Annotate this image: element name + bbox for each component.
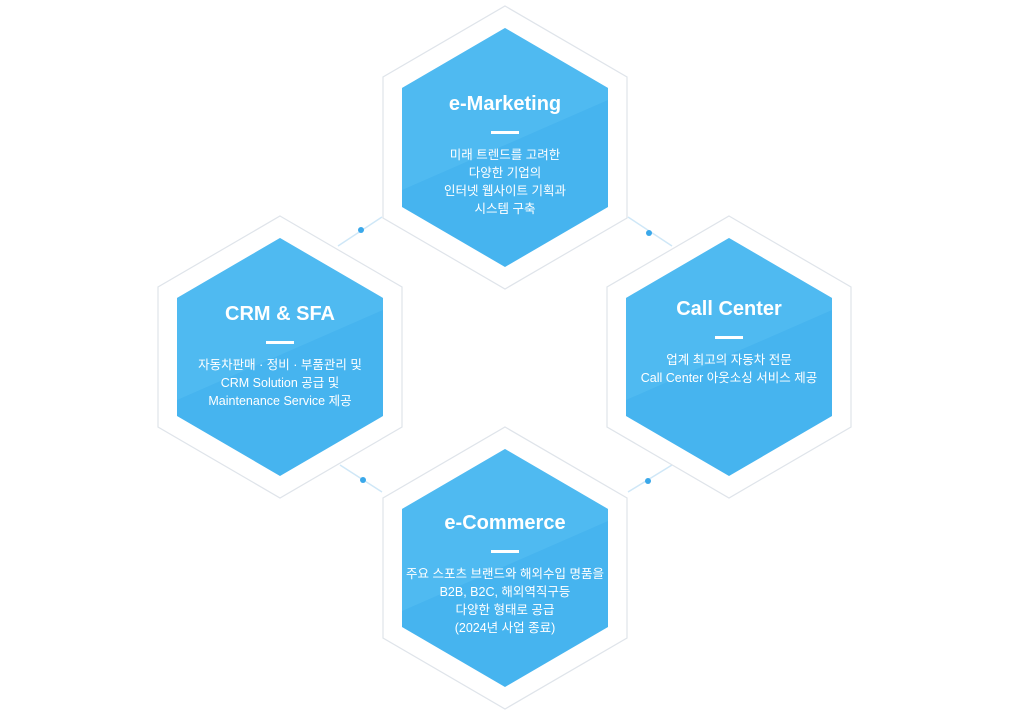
connector-dot-bottom-left bbox=[360, 477, 366, 483]
title-divider bbox=[715, 336, 743, 339]
card-call-center: Call Center 업계 최고의 자동차 전문 Call Center 아웃… bbox=[629, 297, 829, 387]
hex-sheen-e-commerce bbox=[402, 449, 608, 611]
hex-e-commerce bbox=[382, 426, 628, 710]
description-line: 미래 트렌드를 고려한 bbox=[449, 148, 561, 162]
service-description: 미래 트렌드를 고려한 다양한 기업의 인터넷 웹사이트 기획과 시스템 구축 bbox=[405, 146, 605, 218]
description-line: B2B, B2C, 해외역직구등 bbox=[439, 585, 571, 599]
connectors bbox=[337, 216, 673, 493]
description-line: 자동차판매 · 정비 · 부품관리 및 bbox=[198, 358, 362, 372]
description-line: 시스템 구축 bbox=[474, 202, 536, 216]
hex-e-marketing bbox=[382, 5, 628, 290]
connector-bottom-right bbox=[627, 464, 673, 493]
description-line: 다양한 기업의 bbox=[468, 166, 542, 180]
description-line: (2024년 사업 종료) bbox=[454, 621, 556, 635]
description-line: Maintenance Service 제공 bbox=[208, 394, 352, 408]
connector-dot-top-left bbox=[358, 227, 364, 233]
description-line: 주요 스포츠 브랜드와 해외수입 명품을 bbox=[406, 567, 604, 581]
service-description: 자동차판매 · 정비 · 부품관리 및 CRM Solution 공급 및 Ma… bbox=[180, 356, 380, 410]
card-e-commerce: e-Commerce 주요 스포츠 브랜드와 해외수입 명품을 B2B, B2C… bbox=[405, 511, 605, 637]
service-title: Call Center bbox=[676, 298, 782, 320]
hex-call-center bbox=[606, 215, 852, 499]
service-title: e-Marketing bbox=[448, 93, 562, 115]
description-line: 업계 최고의 자동차 전문 bbox=[666, 353, 792, 367]
description-line: 인터넷 웹사이트 기획과 bbox=[444, 184, 566, 198]
card-e-marketing: e-Marketing 미래 트렌드를 고려한 다양한 기업의 인터넷 웹사이트… bbox=[405, 92, 605, 218]
title-divider bbox=[491, 131, 519, 134]
service-description: 주요 스포츠 브랜드와 해외수입 명품을 B2B, B2C, 해외역직구등 다양… bbox=[405, 565, 605, 637]
service-title: e-Commerce bbox=[444, 512, 566, 534]
connector-dot-bottom-right bbox=[645, 478, 651, 484]
title-divider bbox=[491, 550, 519, 553]
connector-dot-top-right bbox=[646, 230, 652, 236]
title-divider bbox=[266, 341, 294, 344]
hex-sheen-e-marketing bbox=[402, 28, 608, 190]
hex-sheen-crm-sfa bbox=[177, 238, 383, 400]
description-line: 다양한 형태로 공급 bbox=[455, 603, 555, 617]
service-description: 업계 최고의 자동차 전문 Call Center 아웃소싱 서비스 제공 bbox=[629, 351, 829, 387]
hex-crm-sfa bbox=[157, 215, 403, 499]
hex-sheen-call-center bbox=[626, 238, 832, 400]
service-title: CRM & SFA bbox=[225, 303, 335, 325]
description-line: Call Center 아웃소싱 서비스 제공 bbox=[640, 371, 818, 385]
card-crm-sfa: CRM & SFA 자동차판매 · 정비 · 부품관리 및 CRM Soluti… bbox=[180, 302, 380, 410]
description-line: CRM Solution 공급 및 bbox=[220, 376, 340, 390]
